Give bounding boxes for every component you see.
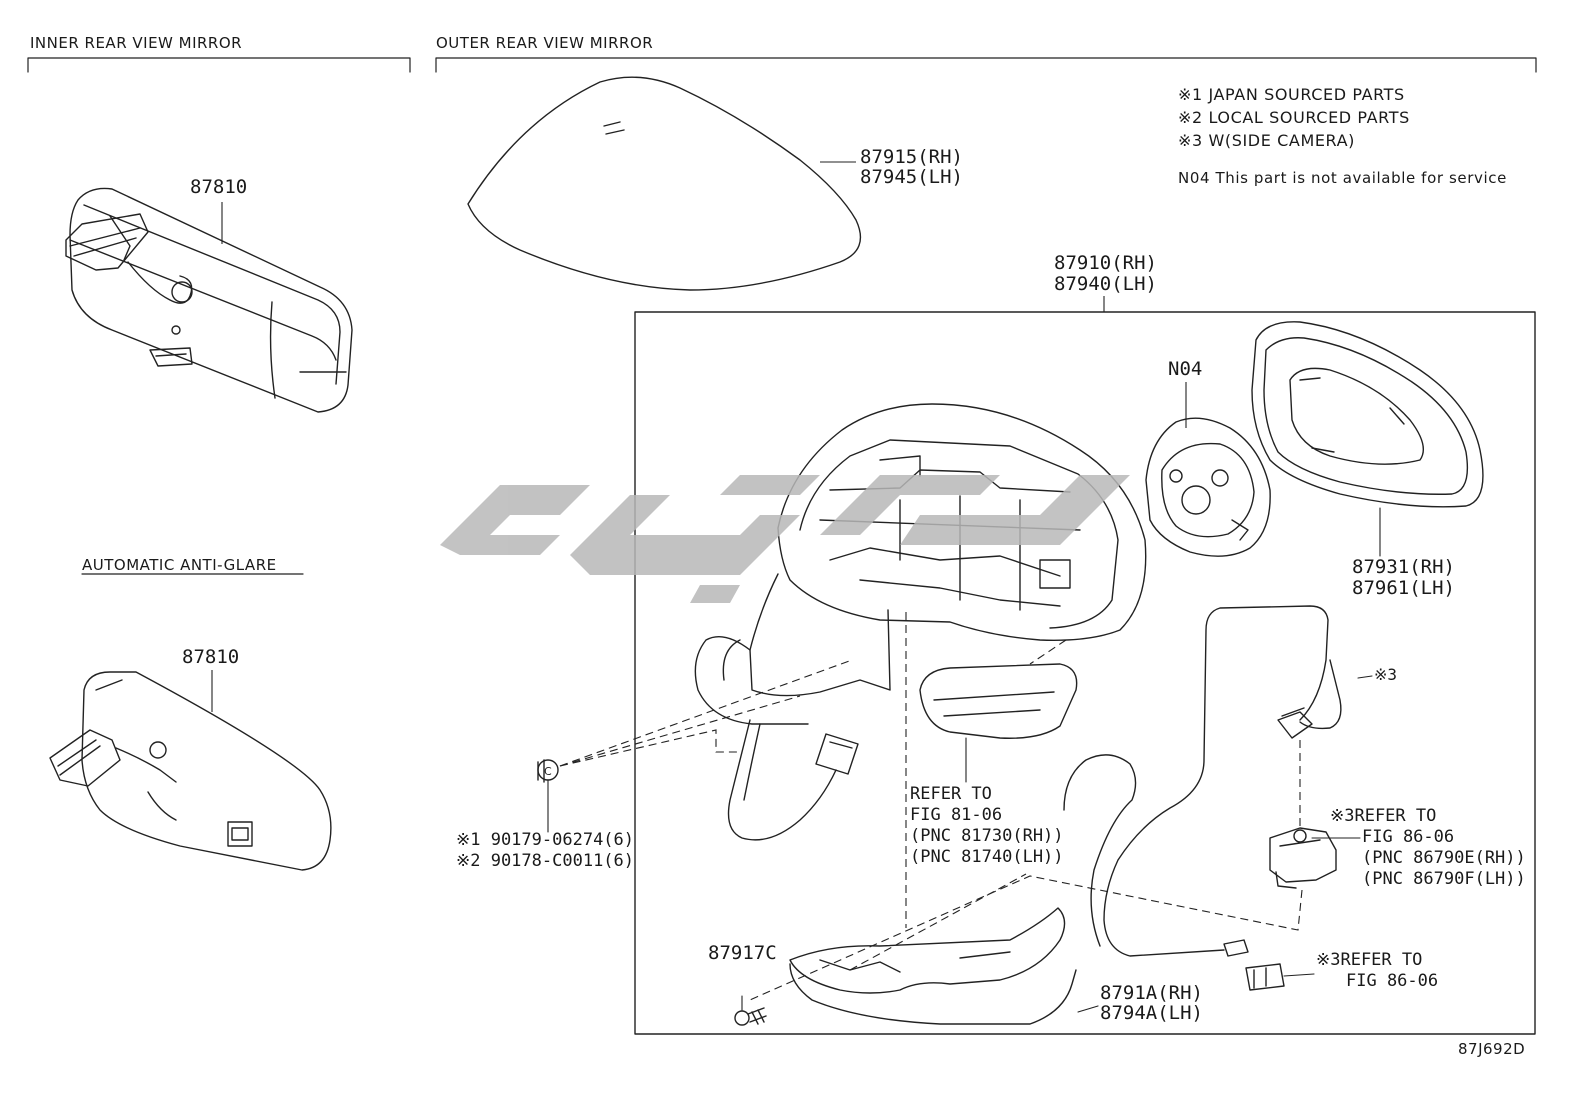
- refer-connector-line2[interactable]: FIG 86-06: [1346, 971, 1439, 991]
- lower-cover-drawing: [789, 907, 1099, 1025]
- part-label-87810-anti-glare[interactable]: 87810: [182, 646, 240, 668]
- anti-glare-section-title: AUTOMATIC ANTI-GLARE: [82, 556, 277, 574]
- note-n04-not-available: N04 This part is not available for servi…: [1178, 169, 1507, 187]
- refer-turn-signal-line2[interactable]: FIG 81-06: [910, 805, 1003, 825]
- outer-mirror-section-title: OUTER REAR VIEW MIRROR: [436, 34, 654, 52]
- watermark-logo: [440, 475, 1130, 603]
- mirror-housing-drawing: [694, 403, 1147, 841]
- refer-turn-signal-line1[interactable]: REFER TO: [910, 784, 992, 804]
- note-japan-sourced: ※1 JAPAN SOURCED PARTS: [1178, 85, 1405, 104]
- part-label-assembly-lh[interactable]: 87940(LH): [1054, 273, 1157, 295]
- part-label-glass-rh[interactable]: 87931(RH): [1352, 556, 1455, 578]
- part-label-cover-lh[interactable]: 87945(LH): [860, 166, 963, 188]
- refer-connector-line1[interactable]: ※3REFER TO: [1316, 950, 1423, 970]
- part-label-assembly-rh[interactable]: 87910(RH): [1054, 252, 1157, 274]
- clip-drawing: [537, 759, 559, 833]
- screw-drawing: [734, 995, 767, 1026]
- refer-camera-line2[interactable]: FIG 86-06: [1362, 827, 1455, 847]
- mirror-cover-drawing: [467, 76, 862, 291]
- assembly-frame-box: [634, 311, 1536, 1035]
- part-label-n04[interactable]: N04: [1168, 358, 1203, 380]
- refer-camera-line1[interactable]: ※3REFER TO: [1330, 806, 1437, 826]
- inner-section-bracket: [27, 57, 411, 73]
- part-label-87810-inner[interactable]: 87810: [190, 176, 248, 198]
- refer-turn-signal-line3[interactable]: (PNC 81730(RH)): [910, 826, 1064, 846]
- refer-camera-line3[interactable]: (PNC 86790E(RH)): [1362, 848, 1526, 868]
- actuator-n04-drawing: [1145, 417, 1271, 557]
- part-label-camera-note: ※3: [1374, 665, 1398, 684]
- part-label-cover-rh[interactable]: 87915(RH): [860, 146, 963, 168]
- note-local-sourced: ※2 LOCAL SOURCED PARTS: [1178, 108, 1410, 127]
- camera-connector-drawing: [1245, 963, 1315, 991]
- part-label-screw[interactable]: 87917C: [708, 942, 777, 964]
- note-side-camera: ※3 W(SIDE CAMERA): [1178, 131, 1356, 150]
- part-label-lower-cover-lh[interactable]: 8794A(LH): [1100, 1002, 1203, 1024]
- anti-glare-mirror-drawing: [49, 671, 332, 871]
- clip-marker-c: C: [544, 765, 552, 778]
- part-label-clip-local[interactable]: ※2 90178-C0011(6): [456, 851, 635, 871]
- side-camera-drawing: [1269, 827, 1361, 889]
- inner-mirror-section-title: INNER REAR VIEW MIRROR: [30, 34, 243, 52]
- camera-harness-drawing: [1063, 605, 1373, 957]
- part-label-glass-lh[interactable]: 87961(LH): [1352, 577, 1455, 599]
- figure-id: 87J692D: [1458, 1040, 1526, 1058]
- part-label-clip-japan[interactable]: ※1 90179-06274(6): [456, 830, 635, 850]
- refer-turn-signal-line4[interactable]: (PNC 81740(LH)): [910, 847, 1064, 867]
- outer-section-bracket: [435, 57, 1537, 73]
- refer-camera-line4[interactable]: (PNC 86790F(LH)): [1362, 869, 1526, 889]
- part-label-lower-cover-rh[interactable]: 8791A(RH): [1100, 982, 1203, 1004]
- inner-mirror-drawing: [65, 187, 353, 413]
- mirror-glass-drawing: [1251, 321, 1484, 557]
- turn-signal-lamp-drawing: [919, 663, 1078, 783]
